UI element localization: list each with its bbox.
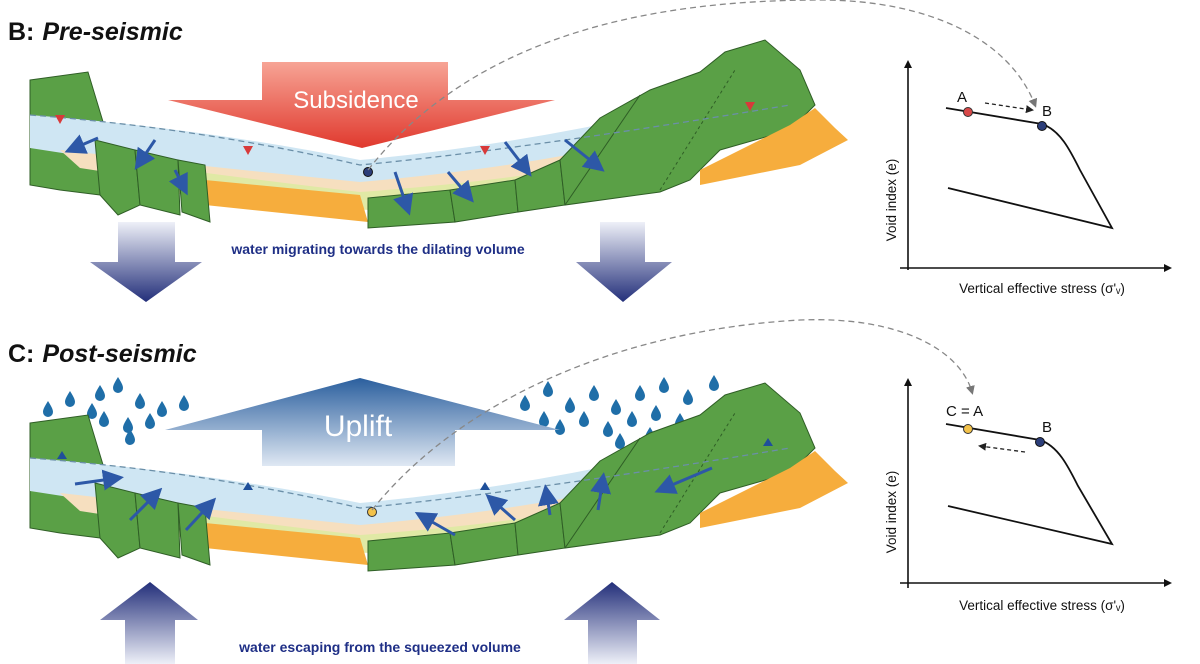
- water-table-marker-icon: [243, 482, 253, 490]
- point-b: [1037, 121, 1047, 131]
- water-table-marker-icon: [55, 115, 65, 124]
- point-b-label: B: [1042, 419, 1052, 436]
- subsidence-label: Subsidence: [293, 87, 418, 114]
- flow-arrow-icon: [64, 134, 605, 216]
- panel-c-x-axis-label: Vertical effective stress (σ'ᵥ): [959, 598, 1125, 613]
- panel-b-compression-curve: [945, 107, 1114, 230]
- water-up-arrow-left: [100, 582, 198, 664]
- water-table-marker-icon: [480, 146, 490, 155]
- panel-c-cross-section: [29, 382, 849, 572]
- panel-c: C:Post-seismic: [8, 319, 1172, 664]
- water-table-marker-icon: [763, 438, 773, 446]
- panel-b-connector-curve: [367, 0, 1038, 171]
- point-a-label: A: [957, 89, 967, 106]
- panel-b-letter: B:Pre-seismic: [8, 18, 183, 46]
- panel-b-caption: water migrating towards the dilating vol…: [230, 241, 524, 257]
- uplift-arrow-icon: Uplift: [165, 378, 560, 466]
- panel-b-y-axis-label: Void index (e): [884, 159, 899, 242]
- observation-point: [363, 167, 373, 177]
- panel-c-y-axis-label: Void index (e): [884, 471, 899, 554]
- point-b: [1035, 437, 1045, 447]
- water-down-arrow-left: [90, 222, 202, 302]
- panel-b-graph: A B Void index (e) Vertical effective st…: [884, 60, 1172, 296]
- panel-c-connector-curve: [371, 319, 975, 511]
- water-table-marker-icon: [57, 451, 67, 459]
- point-a: [963, 107, 973, 117]
- point-c: [963, 424, 973, 434]
- panel-b-x-axis-label: Vertical effective stress (σ'ᵥ): [959, 281, 1125, 296]
- uplift-label: Uplift: [324, 410, 393, 443]
- flow-arrow-icon: [74, 466, 713, 537]
- point-c-label: C = A: [946, 403, 983, 420]
- water-table-marker-icon: [480, 482, 490, 490]
- observation-point: [367, 507, 377, 517]
- water-down-arrow-right: [576, 222, 672, 302]
- water-table-marker-icon: [243, 146, 253, 155]
- panel-c-compression-curve: [945, 423, 1114, 546]
- subsidence-arrow-icon: Subsidence: [168, 62, 555, 148]
- panel-b: B:Pre-seismic S: [8, 0, 1172, 302]
- panel-c-caption: water escaping from the squeezed volume: [238, 639, 521, 655]
- panel-c-letter: C:Post-seismic: [8, 340, 197, 368]
- panel-b-cross-section: [29, 39, 849, 229]
- point-b-label: B: [1042, 103, 1052, 120]
- panel-c-graph: C = A B Void index (e) Vertical effectiv…: [884, 378, 1172, 613]
- water-table-marker-icon: [745, 102, 755, 111]
- water-up-arrow-right: [564, 582, 660, 664]
